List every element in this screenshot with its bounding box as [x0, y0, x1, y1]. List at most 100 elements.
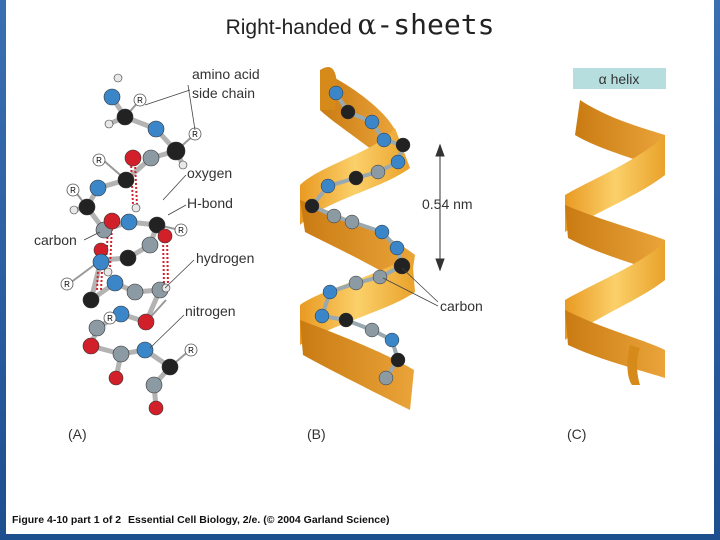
- nitrogen-atom: [103, 88, 121, 106]
- carbon-atom: [370, 164, 386, 180]
- label-carbon: carbon: [34, 232, 77, 248]
- label-hydrogen: hydrogen: [196, 250, 254, 266]
- r-label: R: [188, 346, 194, 355]
- label-hbond: H-bond: [187, 195, 233, 211]
- nitrogen-atom: [136, 341, 154, 359]
- carbon-atom: [78, 198, 96, 216]
- label-oxygen: oxygen: [187, 165, 232, 181]
- carbon-atom: [378, 370, 394, 386]
- hydrogen-atom: [103, 267, 113, 277]
- pitch-dimension: [435, 143, 445, 272]
- carbon-atom: [166, 141, 186, 161]
- nitrogen-atom: [364, 114, 380, 130]
- carbon-atom: [148, 216, 166, 234]
- hydrogen-atom: [161, 283, 171, 293]
- carbon-atom: [393, 257, 411, 275]
- caption-source: Essential Cell Biology, 2/e. (© 2004 Gar…: [128, 514, 390, 526]
- nitrogen-atom: [147, 120, 165, 138]
- title-text: Right-handed: [225, 16, 358, 39]
- nitrogen-atom: [328, 85, 344, 101]
- r-label: R: [96, 156, 102, 165]
- label-amino-acid: amino acid: [192, 66, 260, 82]
- carbon-atom: [142, 149, 160, 167]
- nitrogen-atom: [106, 274, 124, 292]
- hydrogen-atom: [131, 203, 141, 213]
- atoms: [69, 73, 188, 416]
- panel-a-labels: amino acid side chain oxygen H-bond carb…: [34, 66, 260, 319]
- carbon-atom: [390, 352, 406, 368]
- hydrogen-atom: [113, 73, 123, 83]
- r-groups: R R R R R R R R: [60, 93, 202, 357]
- oxygen-atom: [103, 212, 121, 230]
- label-pitch: 0.54 nm: [422, 196, 473, 212]
- slide-title: Right-handed α-sheets: [0, 8, 720, 41]
- carbon-atom: [348, 275, 364, 291]
- label-nitrogen: nitrogen: [185, 303, 236, 319]
- slide-frame-right: [714, 0, 720, 540]
- helix-badge: [573, 68, 666, 89]
- carbon-atom: [338, 312, 354, 328]
- title-alpha: α: [357, 8, 377, 41]
- caption-figure: Figure 4-10 part 1 of 2: [12, 514, 122, 526]
- panel-c-letter: (C): [567, 426, 586, 442]
- r-label: R: [192, 130, 198, 139]
- carbon-atom: [340, 104, 356, 120]
- nitrogen-atom: [389, 240, 405, 256]
- r-label: R: [178, 226, 184, 235]
- figure-caption: Figure 4-10 part 1 of 2 Essential Cell B…: [12, 514, 393, 526]
- carbon-atom: [348, 170, 364, 186]
- carbon-atom: [145, 376, 163, 394]
- leader-lines: [83, 84, 196, 349]
- ball-and-stick-model: R R R R R R R R amino acid: [34, 66, 260, 416]
- helix-badge-label: α helix: [599, 71, 640, 87]
- carbon-atom: [116, 108, 134, 126]
- carbon-atom: [141, 236, 159, 254]
- helix-backbone-atoms: [304, 85, 411, 386]
- carbon-atom: [304, 198, 320, 214]
- slide-frame-bottom: [0, 534, 720, 540]
- carbon-atom: [112, 345, 130, 363]
- nitrogen-atom: [320, 178, 336, 194]
- helix-ribbon-plain: [565, 100, 665, 385]
- carbon-atom: [372, 269, 388, 285]
- carbon-atom: [344, 214, 360, 230]
- nitrogen-atom: [384, 332, 400, 348]
- nitrogen-atom: [376, 132, 392, 148]
- oxygen-atom: [148, 400, 164, 416]
- carbon-atom: [395, 137, 411, 153]
- hydrogen-atom: [178, 160, 188, 170]
- nitrogen-atom: [390, 154, 406, 170]
- carbon-atom: [88, 319, 106, 337]
- panel-letters: (A) (B) (C): [68, 426, 586, 442]
- oxygen-atom: [82, 337, 100, 355]
- carbon-atom: [364, 322, 380, 338]
- label-carbon-right: carbon: [440, 298, 483, 314]
- panel-a-letter: (A): [68, 426, 87, 442]
- nitrogen-atom: [322, 284, 338, 300]
- r-label: R: [64, 280, 70, 289]
- nitrogen-atom: [374, 224, 390, 240]
- hydrogen-atom: [104, 119, 114, 129]
- carbon-atom: [117, 171, 135, 189]
- r-label: R: [137, 96, 143, 105]
- panel-b-letter: (B): [307, 426, 326, 442]
- oxygen-atom: [124, 149, 142, 167]
- carbon-atom: [161, 358, 179, 376]
- r-label: R: [107, 314, 113, 323]
- nitrogen-atom: [314, 308, 330, 324]
- nitrogen-atom: [89, 179, 107, 197]
- oxygen-atom: [137, 313, 155, 331]
- carbon-atom: [82, 291, 100, 309]
- label-side-chain: side chain: [192, 85, 255, 101]
- title-suffix: -sheets: [376, 8, 495, 41]
- oxygen-atom: [108, 370, 124, 386]
- hydrogen-atom: [69, 205, 79, 215]
- oxygen-atom: [157, 228, 173, 244]
- helix-ribbon-with-backbone: 0.54 nm carbon: [300, 66, 483, 410]
- carbon-atom: [119, 249, 137, 267]
- nitrogen-atom: [92, 253, 110, 271]
- carbon-atom: [126, 283, 144, 301]
- r-label: R: [70, 186, 76, 195]
- carbon-atom: [326, 208, 342, 224]
